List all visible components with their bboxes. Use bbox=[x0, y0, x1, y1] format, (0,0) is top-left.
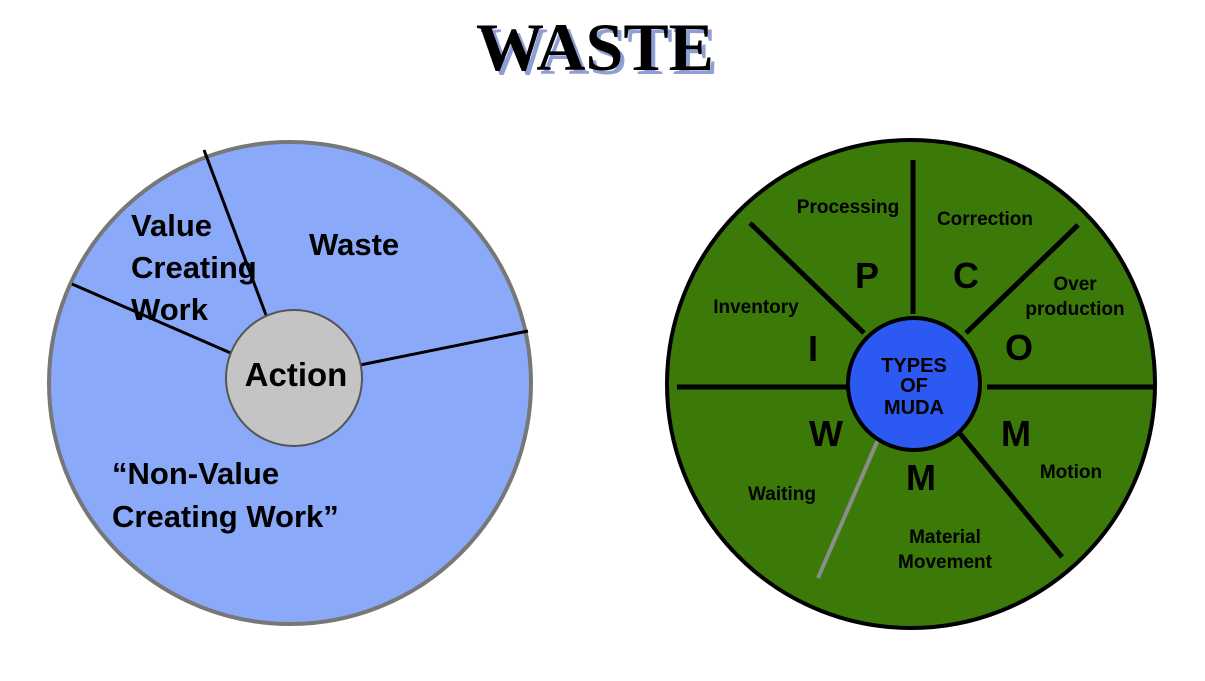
divider-line-right bbox=[359, 329, 529, 367]
spoke-top-left bbox=[748, 221, 866, 335]
letter-m-motion: M bbox=[1001, 413, 1031, 454]
action-circle bbox=[225, 309, 363, 447]
action-label: Action bbox=[245, 356, 348, 393]
category-inventory: Inventory bbox=[713, 297, 799, 318]
muda-center-circle bbox=[846, 316, 982, 452]
page-title-shadow: WASTE bbox=[480, 13, 718, 89]
spoke-bottom-right bbox=[955, 428, 1064, 559]
letter-o: O bbox=[1005, 327, 1033, 368]
waste-label: Waste bbox=[309, 227, 399, 262]
divider-line-top bbox=[202, 149, 268, 316]
value-waste-circle: Action Value Creating Work Waste “Non-Va… bbox=[47, 140, 533, 626]
non-value-label-line1: “Non-Value bbox=[112, 456, 279, 491]
category-correction: Correction bbox=[937, 209, 1033, 230]
category-processing: Processing bbox=[797, 197, 899, 218]
letter-m-material: M bbox=[906, 457, 936, 498]
center-label-line1: TYPES bbox=[881, 355, 947, 377]
center-label-line2: OF bbox=[900, 375, 928, 397]
types-of-muda-circle: TYPES OF MUDA Processing Correction Over… bbox=[665, 138, 1157, 630]
category-overproduction-line2: production bbox=[1025, 299, 1124, 320]
value-creating-label-line3: Work bbox=[131, 292, 209, 327]
value-creating-label-line1: Value bbox=[131, 208, 212, 243]
letter-p: P bbox=[855, 255, 879, 296]
non-value-label-line2: Creating Work” bbox=[112, 499, 339, 534]
category-motion: Motion bbox=[1040, 462, 1102, 483]
category-material-movement-line2: Movement bbox=[898, 552, 993, 573]
category-material-movement-line1: Material bbox=[909, 527, 981, 548]
value-creating-label-line2: Creating bbox=[131, 250, 257, 285]
spoke-top-right bbox=[964, 223, 1080, 335]
category-waiting: Waiting bbox=[748, 484, 816, 505]
letter-c: C bbox=[953, 255, 979, 296]
letter-w: W bbox=[809, 413, 843, 454]
divider-line-left bbox=[71, 282, 234, 356]
spoke-bottom-left bbox=[816, 434, 882, 579]
letter-i: I bbox=[808, 328, 818, 369]
page-title: WASTE bbox=[476, 9, 714, 85]
center-label-line3: MUDA bbox=[884, 397, 944, 419]
category-overproduction-line1: Over bbox=[1053, 274, 1097, 295]
